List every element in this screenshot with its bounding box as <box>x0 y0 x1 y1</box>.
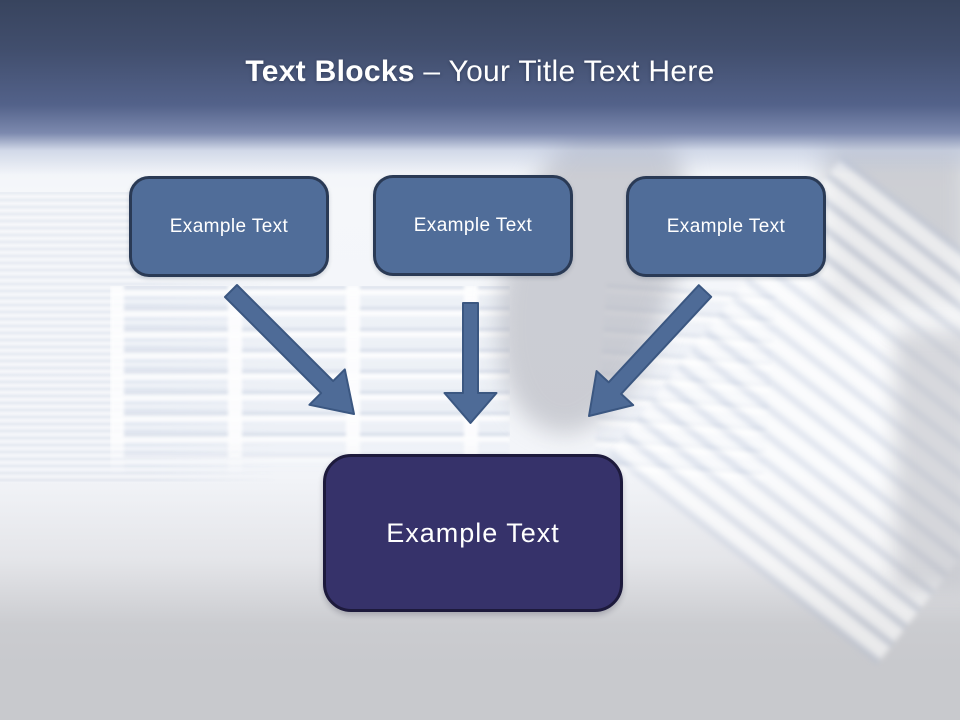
title-bold-part: Text Blocks <box>245 55 415 88</box>
arrow-down-left <box>588 284 713 417</box>
title-separator: – <box>414 55 449 88</box>
text-block-3: Example Text <box>626 176 826 277</box>
summary-block-label: Example Text <box>386 517 560 548</box>
page-title: Text Blocks – Your Title Text Here <box>0 54 960 90</box>
arrow-down-right <box>224 284 355 415</box>
title-rest-part: Your Title Text Here <box>448 55 715 88</box>
text-block-2: Example Text <box>373 175 573 276</box>
text-block-2-label: Example Text <box>413 214 533 236</box>
summary-block: Example Text <box>323 454 623 612</box>
title-band <box>0 0 960 175</box>
text-block-1-label: Example Text <box>169 215 289 237</box>
text-block-3-label: Example Text <box>666 215 786 237</box>
arrow-down <box>443 302 498 424</box>
text-block-1: Example Text <box>129 176 329 277</box>
